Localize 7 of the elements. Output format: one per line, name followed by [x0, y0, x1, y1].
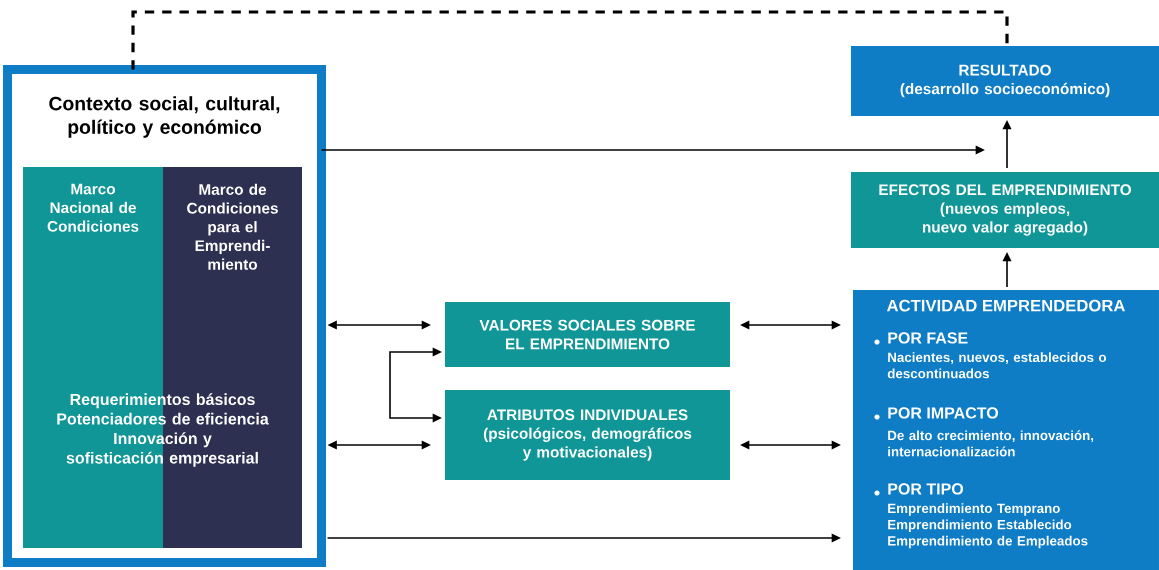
process-box: VALORES SOCIALES SOBRE EL EMPRENDIMIENTO	[445, 302, 730, 367]
process-box: RESULTADO (desarrollo socioeconómico)	[851, 46, 1159, 116]
activity-panel: ACTIVIDAD EMPRENDEDORA POR FASE Nacientes, nuevos, establecidos o descontinuados POR IMPACTO De alto crecimiento, innovación, internacionalización POR TIPO Emprendimiento Temprano Emprendimiento Establecido Emprendimiento de Empleados	[853, 290, 1159, 570]
requirements-text: Requerimientos básicos Potenciadores de eficiencia Innovación y sofisticación empresarial	[57, 393, 269, 467]
process-box: EFECTOS DEL EMPRENDIMIENTO (nuevos empleos, nuevo valor agregado)	[851, 172, 1159, 248]
connector-line	[131, 10, 1009, 70]
process-box: ATRIBUTOS INDIVIDUALES (psicológicos, demográficos y motivacionales)	[445, 390, 730, 480]
